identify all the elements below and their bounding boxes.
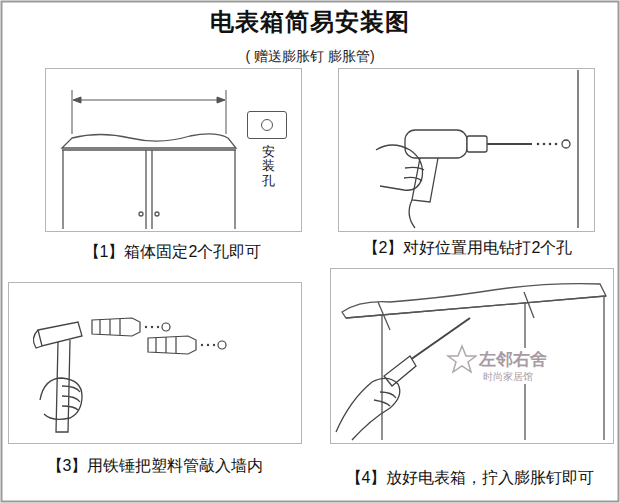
hole-label: 安装孔 (262, 145, 275, 188)
hole-callout: 安装孔 (245, 111, 291, 201)
mounted-cabinet-drawing (342, 284, 606, 440)
drill-dots (537, 143, 558, 146)
step-caption: 【4】放好电表箱，拧入膨胀钉即可 (325, 468, 615, 489)
panel-frame (8, 282, 302, 444)
diagram-title: 电表箱简易安装图 (0, 6, 620, 38)
drill-drawing (376, 70, 578, 228)
step-caption: 【2】对好位置用电钻打2个孔 (335, 238, 600, 259)
watermark: 时尚家居馆 (481, 370, 535, 384)
anchor-dots (145, 326, 215, 346)
panel-frame (338, 68, 595, 232)
hole-box (247, 111, 287, 139)
anchor-drawing (92, 318, 226, 354)
subtitle: ( 赠送膨胀钉 膨胀管) (0, 48, 620, 66)
hole-circle (261, 119, 273, 131)
watermark-star (448, 346, 476, 372)
step-panel: 【4】放好电表箱，拧入膨胀钉即可 (325, 265, 615, 497)
cabinet-drawing (62, 134, 236, 229)
step-panel: 【2】对好位置用电钻打2个孔 (335, 66, 600, 266)
step-caption: 【1】箱体固定2个孔即可 (40, 242, 305, 263)
watermark: 左邻右舍 (477, 348, 549, 371)
screwdriver-drawing (336, 318, 470, 440)
step-caption: 【3】用铁锤把塑料管敲入墙内 (5, 456, 305, 477)
panel-frame (330, 268, 614, 444)
hammer-drawing (33, 322, 82, 432)
step-panel: 【3】用铁锤把塑料管敲入墙内 (5, 278, 305, 483)
step-panel: 【1】箱体固定2个孔即可 安装孔 (40, 66, 305, 271)
dimension-line (72, 90, 226, 134)
